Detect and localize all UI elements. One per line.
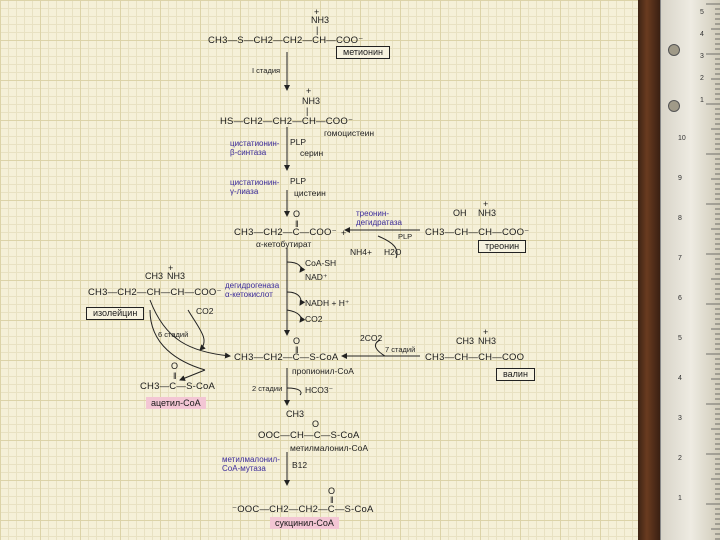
ruler-ticks: 5 4 3 2 1 10 9 8 7 6 5 4 3 2 1 xyxy=(628,0,720,540)
nadh-label: NADH + H⁺ xyxy=(305,298,349,309)
ruler-number-top: 4 xyxy=(700,31,704,38)
ketobutyrate-label: α-кетобутират xyxy=(256,239,311,249)
lyase-cofactor: PLP xyxy=(290,176,306,186)
water-product: H2O xyxy=(384,247,401,257)
dehydrogenase-enzyme: дегидрогеназа α-кетокислот xyxy=(225,281,285,299)
ruler-number-bottom: 2 xyxy=(678,455,682,462)
ruler-number-bottom: 8 xyxy=(678,215,682,222)
homocysteine-nh3: NH3 xyxy=(302,96,320,106)
acetyl-formula: CH3—C—S-CoA xyxy=(140,381,215,392)
methylmalonyl-oxygen: O xyxy=(312,419,319,429)
ketobutyrate-plus: + xyxy=(341,228,346,238)
propionyl-coa-label: пропионил-CoA xyxy=(292,366,354,376)
ruler-number-bottom: 4 xyxy=(678,375,682,382)
ruler-number-top: 3 xyxy=(700,53,704,60)
valine-nh3: NH3 xyxy=(478,336,496,346)
curve-hco3 xyxy=(287,388,301,395)
ruler: 5 4 3 2 1 10 9 8 7 6 5 4 3 2 1 xyxy=(628,0,720,540)
propionyl-formula: CH3—CH2—C—S-CoA xyxy=(234,352,338,363)
ruler-number-top: 1 xyxy=(700,97,704,104)
succinyl-formula: ⁻OOC—CH2—CH2—C—S-CoA xyxy=(232,504,374,515)
methionine-label: метионин xyxy=(336,46,390,59)
hco3-label: HCO3⁻ xyxy=(305,385,333,396)
homocysteine-bond: | xyxy=(306,106,308,116)
ruler-number-bottom: 1 xyxy=(678,495,682,502)
ruler-number-bottom: 10 xyxy=(678,135,686,142)
stage-1-label: I стадия xyxy=(252,66,280,75)
cystathionine-lyase-enzyme: цистатионин-γ-лиаза xyxy=(230,178,286,196)
arrow-isoleucine-co2 xyxy=(188,310,204,350)
isoleucine-ch3: CH3 xyxy=(145,271,163,281)
valine-ch3: CH3 xyxy=(456,336,474,346)
coa-sh-label: CoA-SH xyxy=(305,258,336,268)
nh4-product: NH4+ xyxy=(350,247,372,257)
curve-nadh xyxy=(287,292,301,305)
threonine-nh3: NH3 xyxy=(478,208,496,218)
isoleucine-nh3: NH3 xyxy=(167,271,185,281)
ruler-number-bottom: 9 xyxy=(678,175,682,182)
ketobutyrate-formula: CH3—CH2—C—COO⁻ xyxy=(234,227,337,238)
methylmalonyl-formula: OOC—CH—C—S-CoA xyxy=(258,430,360,441)
carboxylation-stage: 2 стадии xyxy=(252,384,282,393)
serine-label: серин xyxy=(300,148,323,158)
ruler-number-bottom: 7 xyxy=(678,255,682,262)
methionine-formula: CH3—S—CH2—CH2—CH—COO⁻ xyxy=(208,35,363,46)
homocysteine-plus: + xyxy=(306,86,311,96)
threonine-formula: CH3—CH—CH—COO⁻ xyxy=(425,227,529,238)
valine-formula: CH3—CH—CH—COO xyxy=(425,352,524,363)
methylmalonyl-ch3: CH3 xyxy=(286,409,304,419)
acetyl-bond: ‖ xyxy=(173,371,177,381)
ruler-number-bottom: 6 xyxy=(678,295,682,302)
cysteine-label: цистеин xyxy=(294,188,326,198)
isoleucine-formula: CH3—CH2—CH—CH—COO⁻ xyxy=(88,287,222,298)
threonine-label: треонин xyxy=(478,240,526,253)
methylmalonyl-coa-label: метилмалонил-CoA xyxy=(290,443,368,453)
ruler-number-bottom: 5 xyxy=(678,335,682,342)
curve-co2 xyxy=(287,310,301,322)
threonine-dehydratase-enzyme: треонин-дегидратаза xyxy=(356,209,402,227)
valine-label: валин xyxy=(496,368,535,381)
arrow-isoleucine-propionyl xyxy=(150,300,230,356)
mutase-enzyme: метилмалонил-CoA-мутаза xyxy=(222,455,284,473)
threonine-oh: OH xyxy=(453,208,467,218)
methionine-bond: | xyxy=(316,25,318,35)
homocysteine-formula: HS—CH2—CH2—CH—COO⁻ xyxy=(220,116,353,127)
ruler-number-bottom: 3 xyxy=(678,415,682,422)
acetyl-coa-label: ацетил-CoA xyxy=(146,397,206,409)
isoleucine-stage: 6 стадий xyxy=(158,330,188,339)
ketobutyrate-oxygen: O xyxy=(293,209,300,219)
cystathionine-synthase-enzyme: цистатионин-β-синтаза xyxy=(230,139,280,157)
curve-coash xyxy=(287,262,301,272)
isoleucine-co2: CO2 xyxy=(196,306,213,316)
valine-co2: 2CO2 xyxy=(360,333,382,343)
succinyl-coa-label: сукцинил-CoA xyxy=(270,517,339,529)
mutase-cofactor: B12 xyxy=(292,460,307,470)
homocysteine-label: гомоцистеин xyxy=(324,128,374,138)
methionine-nh3: NH3 xyxy=(311,15,329,25)
ruler-number-top: 5 xyxy=(700,9,704,16)
valine-stage: 7 стадий xyxy=(385,345,415,354)
isoleucine-label: изолейцин xyxy=(86,307,144,320)
co2-label: CO2 xyxy=(305,314,322,324)
acetyl-oxygen: O xyxy=(171,361,178,371)
synthase-cofactor: PLP xyxy=(290,137,306,147)
nad-label: NAD⁺ xyxy=(305,272,327,283)
ruler-number-top: 2 xyxy=(700,75,704,82)
dehydratase-cofactor: PLP xyxy=(398,232,412,241)
